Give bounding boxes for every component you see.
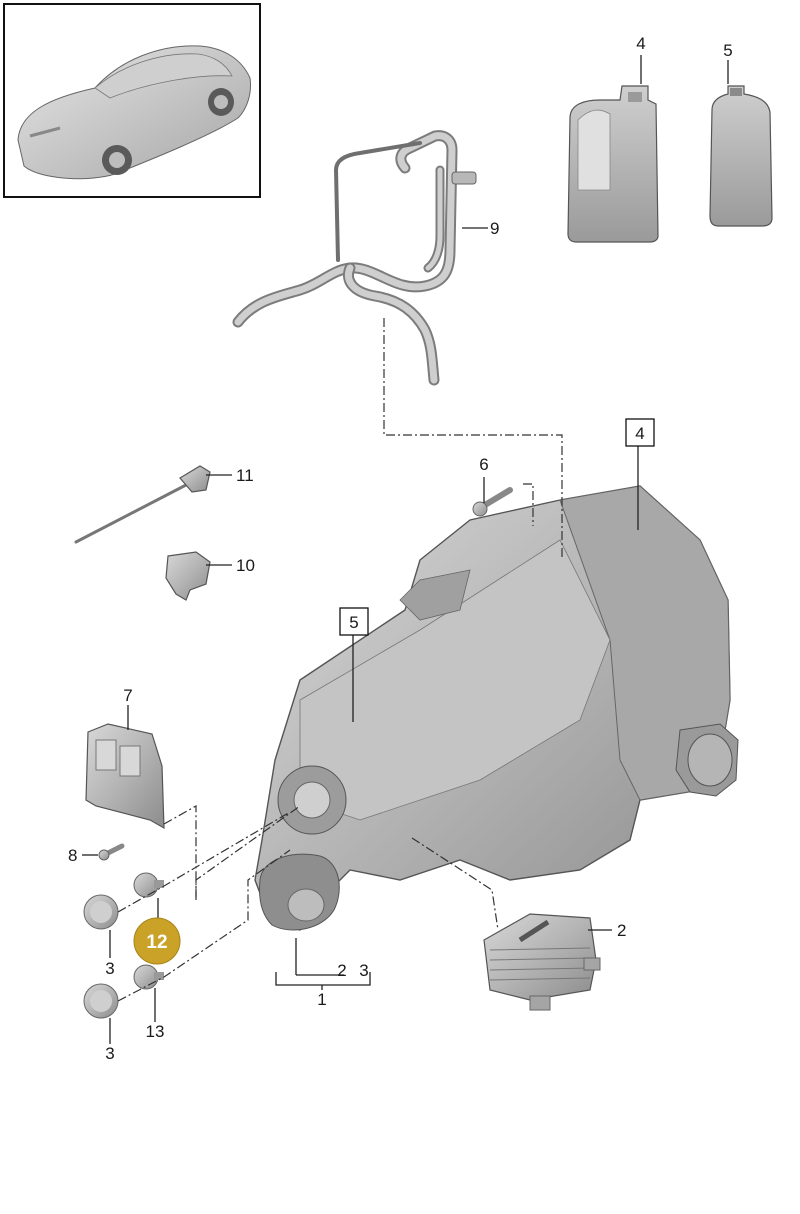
plug-3-lower: [83, 983, 119, 1019]
solid-leaders: [82, 55, 729, 1044]
label-4: 4: [636, 34, 645, 53]
label-9: 9: [490, 219, 499, 238]
oil-canister-4: [567, 85, 659, 243]
transmission-assembly: [254, 485, 739, 931]
callout-12-text[interactable]: 12: [146, 932, 167, 953]
hose-assembly-9: [232, 130, 477, 386]
box-label-4-text: 4: [635, 424, 644, 443]
bracket-7: [85, 723, 165, 830]
dashed-leaders: [117, 318, 563, 1002]
label-3-upper: 3: [105, 959, 114, 978]
box-label-4: 4: [625, 418, 655, 447]
label-3-sub: 3: [359, 961, 368, 980]
clip-10: [165, 551, 211, 601]
callout-12[interactable]: 12: [133, 917, 181, 965]
plug-3-upper: [83, 894, 119, 930]
label-1: 1: [317, 990, 326, 1009]
oil-cooler-2: [483, 913, 601, 1011]
box-label-5-text: 5: [349, 613, 358, 632]
bolt-6: [472, 487, 513, 517]
label-5: 5: [723, 41, 732, 60]
label-11: 11: [236, 466, 254, 485]
car-illustration: [17, 45, 251, 180]
label-13: 13: [146, 1022, 165, 1041]
label-6: 6: [479, 455, 488, 474]
label-2-sub: 2: [337, 961, 346, 980]
box-label-5: 5: [339, 607, 369, 636]
label-10: 10: [236, 556, 255, 575]
label-8: 8: [68, 846, 77, 865]
dipstick-11: [74, 465, 211, 544]
oil-bottle-5: [709, 85, 773, 227]
bolt-8: [98, 843, 125, 861]
vehicle-thumbnail: [3, 3, 261, 198]
label-2: 2: [617, 921, 626, 940]
label-3-lower: 3: [105, 1044, 114, 1063]
label-7: 7: [123, 686, 132, 705]
screw-plug-upper: [133, 872, 164, 898]
